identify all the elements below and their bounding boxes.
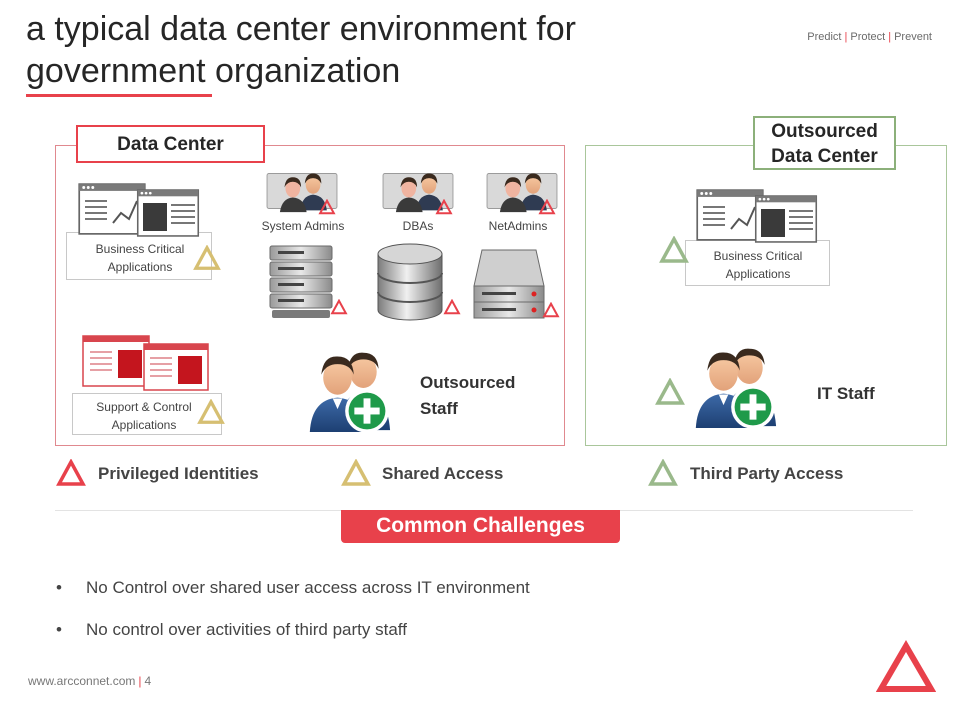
data-center-label: Data Center <box>76 125 265 163</box>
page-number: 4 <box>144 674 152 688</box>
odc-business-app-label: Business Critical Applications <box>688 247 828 283</box>
tagline-separator: | <box>888 31 892 43</box>
legend-third-party-access: Third Party Access <box>690 464 844 483</box>
odc-label-line-1: Outsourced <box>771 121 878 142</box>
bullet-dot: • <box>56 578 62 597</box>
challenge-item: • No control over activities of third pa… <box>56 620 407 640</box>
shared-access-icon <box>194 246 220 270</box>
server-rack-icon <box>269 245 333 318</box>
odc-business-app-line-2: Applications <box>725 267 791 281</box>
database-icon <box>377 243 443 321</box>
data-center-box <box>55 145 565 446</box>
brand-logo-icon <box>876 640 936 692</box>
legend-privileged-identities: Privileged Identities <box>98 464 259 483</box>
it-staff-label: IT Staff <box>817 384 875 403</box>
third-party-access-icon <box>656 379 684 405</box>
business-app-icon <box>78 183 200 237</box>
odc-business-app-icon <box>696 189 818 243</box>
bullet-dot: • <box>56 620 62 639</box>
support-app-line-1: Support & Control <box>96 400 192 414</box>
support-app-label: Support & Control Applications <box>76 398 212 434</box>
legend-shared-access: Shared Access <box>382 464 504 483</box>
tagline-prevent: Prevent <box>894 31 932 43</box>
title-line-1: a typical data center environment for <box>26 10 576 48</box>
title-underline <box>26 94 212 97</box>
privileged-identity-icon <box>444 299 460 315</box>
tagline: Predict|Protect|Prevent <box>807 31 932 43</box>
odc-label-line-2: Data Center <box>771 146 878 167</box>
outsourced-staff-label: Outsourced Staff <box>420 370 515 422</box>
add-staff-icon <box>345 389 389 433</box>
title-line-2: government organization <box>26 52 401 90</box>
privileged-identity-icon <box>539 199 555 215</box>
odc-business-app-line-1: Business Critical <box>713 249 803 263</box>
tagline-protect: Protect <box>850 31 886 43</box>
tagline-predict: Predict <box>807 31 842 43</box>
privileged-identity-icon <box>331 299 347 315</box>
add-it-staff-icon <box>731 385 775 429</box>
legend-privileged-icon <box>57 460 85 486</box>
role-system-admins: System Admins <box>261 219 345 233</box>
shared-access-icon <box>198 400 224 424</box>
tagline-separator: | <box>844 31 848 43</box>
challenge-item-text: No Control over shared user access acros… <box>86 578 530 597</box>
footer-separator: | <box>138 674 142 688</box>
support-app-icon <box>82 335 209 391</box>
role-dbas: DBAs <box>402 219 434 233</box>
challenge-item-text: No control over activities of third part… <box>86 620 407 639</box>
business-app-line-1: Business Critical <box>95 242 185 256</box>
outsourced-staff-line-2: Staff <box>420 399 458 418</box>
outsourced-staff-line-1: Outsourced <box>420 373 516 392</box>
challenge-item: • No Control over shared user access acr… <box>56 578 530 598</box>
support-app-card <box>72 393 222 435</box>
footer: www.arcconnet.com|4 <box>28 674 151 688</box>
privileged-identity-icon <box>436 199 452 215</box>
page-title: a typical data center environment for go… <box>26 8 746 92</box>
business-app-line-2: Applications <box>107 260 173 274</box>
footer-website: www.arcconnet.com <box>28 674 136 688</box>
third-party-access-icon <box>660 237 688 263</box>
common-challenges-banner: Common Challenges <box>341 510 620 543</box>
network-server-icon <box>473 249 545 319</box>
legend-third-party-icon <box>649 460 677 486</box>
business-app-label: Business Critical Applications <box>70 240 210 276</box>
role-netadmins: NetAdmins <box>488 219 548 233</box>
privileged-identity-icon <box>319 199 335 215</box>
support-app-line-2: Applications <box>111 418 177 432</box>
outsourced-data-center-label: Outsourced Data Center <box>753 116 896 170</box>
privileged-identity-icon <box>543 302 559 318</box>
legend-shared-icon <box>342 460 370 486</box>
